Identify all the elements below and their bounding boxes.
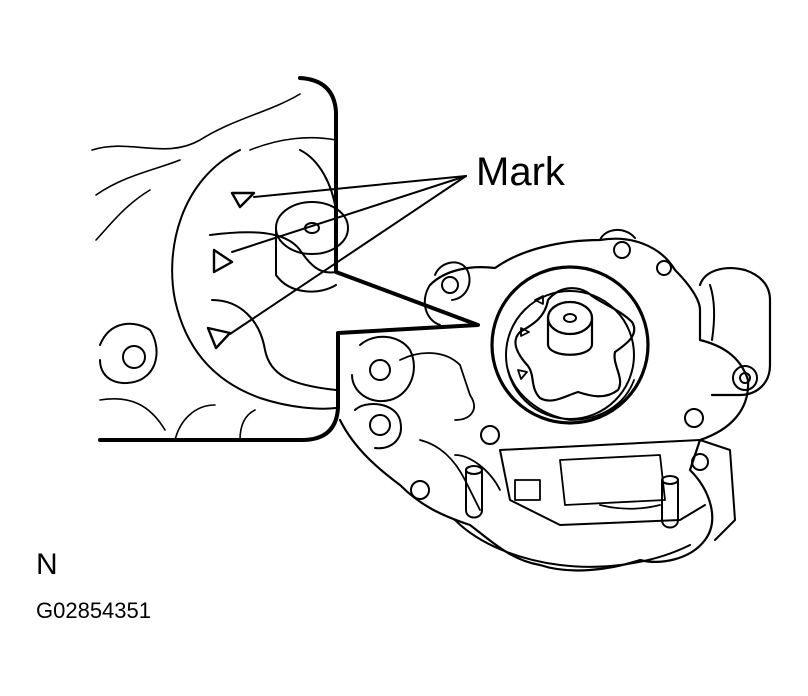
triangle-mark-icon — [212, 248, 234, 274]
water-pump-body — [338, 229, 772, 572]
triangle-mark-icon — [534, 295, 544, 305]
detail-frame — [98, 76, 480, 442]
mark-callout-label: Mark — [476, 150, 565, 194]
leader-line — [231, 175, 467, 253]
detail-view — [91, 76, 480, 442]
triangle-mark-icon — [517, 369, 528, 380]
figure-id-label: G02854351 — [36, 598, 151, 623]
triangle-mark-icon — [230, 191, 256, 209]
leader-line — [253, 175, 467, 198]
triangle-mark-icon — [206, 326, 232, 350]
impeller-highlight-circle — [490, 265, 650, 425]
triangle-mark-icon — [520, 327, 530, 337]
view-letter-label: N — [36, 548, 58, 581]
leader-line — [229, 175, 467, 335]
impeller — [490, 265, 650, 425]
